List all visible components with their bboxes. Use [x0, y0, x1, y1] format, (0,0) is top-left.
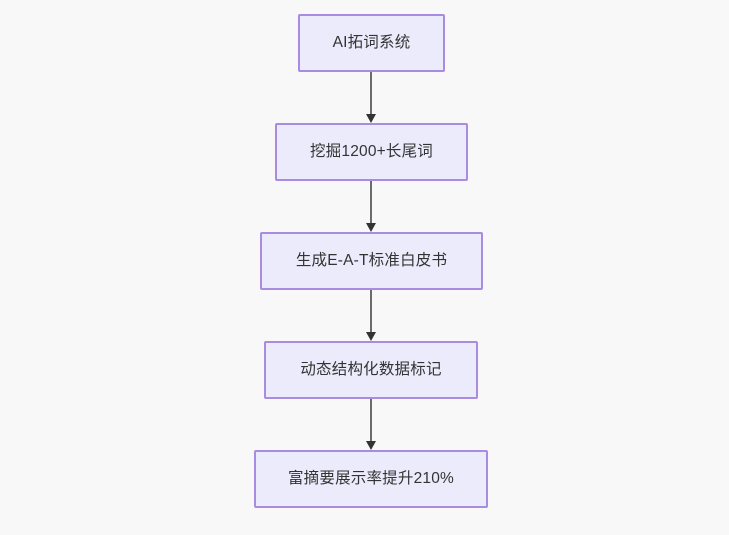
flow-node-label: AI拓词系统	[332, 33, 411, 51]
arrow-head-icon	[366, 441, 376, 450]
arrow-head-icon	[366, 114, 376, 123]
arrow-head-icon	[366, 223, 376, 232]
flow-node-label: 挖掘1200+长尾词	[309, 142, 434, 160]
flow-node-dynamic-structured-data-markup[interactable]: 动态结构化数据标记	[264, 341, 478, 399]
connector-line	[370, 399, 372, 441]
connector-line	[370, 181, 372, 223]
flow-node-generate-eat-whitepaper[interactable]: 生成E-A-T标准白皮书	[260, 232, 483, 290]
flow-node-label: 动态结构化数据标记	[300, 360, 442, 378]
connector-line	[370, 72, 372, 114]
connector-line	[370, 290, 372, 332]
flow-node-ai-keyword-system[interactable]: AI拓词系统	[298, 14, 445, 72]
flow-node-label: 富摘要展示率提升210%	[287, 469, 455, 487]
flow-node-rich-snippet-impression-uplift[interactable]: 富摘要展示率提升210%	[254, 450, 488, 508]
flow-node-mine-longtail-keywords[interactable]: 挖掘1200+长尾词	[275, 123, 468, 181]
arrow-head-icon	[366, 332, 376, 341]
flow-node-label: 生成E-A-T标准白皮书	[295, 251, 448, 269]
